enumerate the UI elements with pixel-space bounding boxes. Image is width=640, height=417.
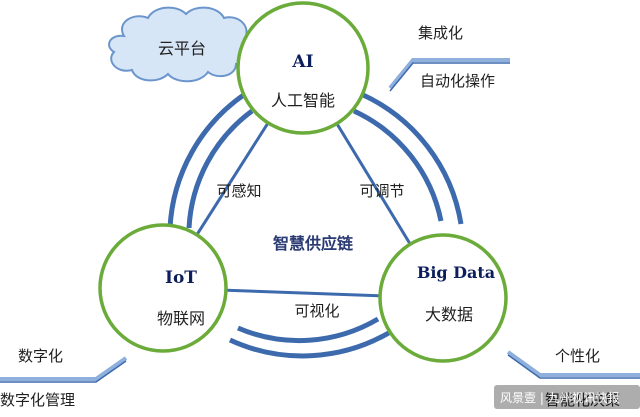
node-ai-subtitle: 人工智能 (271, 91, 335, 110)
node-iot-subtitle: 物联网 (157, 309, 205, 328)
arc-ai-bigdata-inner (352, 108, 444, 222)
node-iot (98, 223, 228, 353)
node-ai (236, 1, 370, 135)
cloud-outline (108, 6, 252, 83)
branch-lines (0, 58, 640, 383)
branch-line-top-right-dark (389, 62, 510, 92)
branch-line-bottom-left (0, 356, 128, 381)
branch-bottom-left-upper: 数字化 (18, 347, 63, 365)
branch-line-top-right (388, 58, 510, 90)
branch-top-right-upper: 集成化 (418, 24, 463, 42)
outer-ring-arcs (167, 91, 464, 359)
arc-bigdata-iot-outer (228, 328, 394, 359)
node-bigdata-title: Big Data (417, 263, 495, 282)
inner-triangle (160, 65, 446, 300)
node-bigdata-subtitle: 大数据 (425, 305, 473, 324)
node-ai-title: AI (291, 52, 313, 72)
arc-ai-bigdata-outer (359, 91, 464, 225)
arc-iot-ai-outer (167, 91, 247, 229)
node-circles (98, 1, 508, 363)
branch-line-bottom-right-dark (507, 354, 640, 379)
branch-top-right-lower: 自动化操作 (420, 72, 495, 90)
cloud-label: 云平台 (158, 39, 206, 58)
branch-line-bottom-left-dark (0, 360, 127, 383)
branch-bottom-right-upper: 个性化 (555, 347, 600, 365)
arc-bigdata-iot-inner (237, 316, 380, 343)
node-iot-title: IoT (165, 268, 197, 288)
branch-bottom-right-lower: 智能化决策 (545, 391, 620, 409)
arc-iot-ai-inner (186, 108, 254, 229)
edge-label-right: 可调节 (359, 182, 404, 200)
branch-bottom-left-lower: 数字化管理 (0, 391, 75, 409)
cloud-shape (108, 6, 252, 83)
center-label: 智慧供应链 (273, 234, 354, 253)
edge-label-left: 可感知 (216, 182, 261, 200)
edge-label-bottom: 可视化 (294, 302, 339, 320)
watermark-text: 风景壹 | 九州视讯快报 (500, 390, 620, 405)
branch-line-bottom-right (506, 350, 640, 377)
watermark-backdrop (494, 385, 640, 409)
node-bigdata (378, 233, 508, 363)
watermark: 风景壹 | 九州视讯快报 (494, 385, 640, 409)
